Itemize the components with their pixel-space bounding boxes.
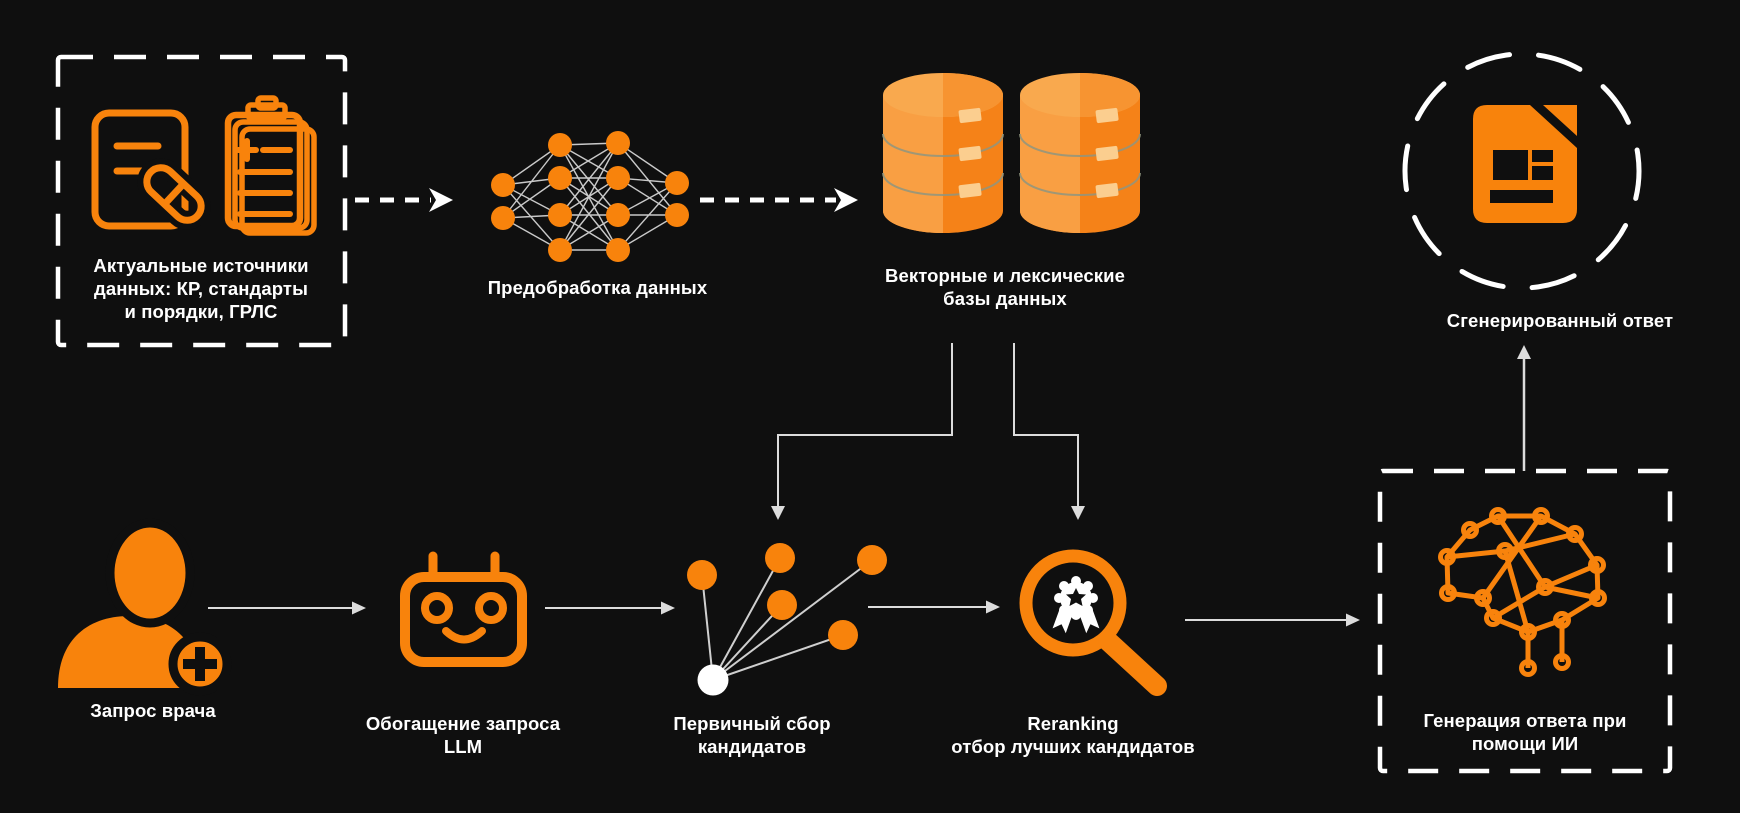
generated-label: Сгенерированный ответ: [1446, 310, 1674, 331]
generation-dashed-box: [1377, 468, 1673, 774]
neural-network-nodes: [491, 131, 689, 262]
arrow-candidates-to-rerank: [868, 600, 1000, 614]
brain-circuit-nodes: [1438, 507, 1607, 677]
sources-label: Актуальные источники данных: КР, стандар…: [93, 255, 309, 322]
preprocess-label: Предобработка данных: [487, 277, 708, 298]
arrow-databases-to-rerank: [1013, 343, 1085, 520]
databases-label: Векторные и лексические базы данных: [884, 265, 1125, 309]
query-label: Запрос врача: [90, 700, 216, 721]
document-pill-icon: [91, 109, 211, 230]
generated-document-icon: [1473, 105, 1577, 223]
neural-network-icon: [491, 131, 689, 262]
robot-icon: [400, 551, 527, 667]
sources-dashed-box: [55, 54, 348, 348]
arrow-enrich-to-candidates: [545, 601, 675, 615]
arrow-rerank-to-generation: [1185, 613, 1360, 627]
arrow-generation-to-generated: [1517, 345, 1531, 471]
award-ribbon-icon: [1052, 576, 1100, 634]
clipboard-icon: [224, 95, 317, 236]
enrich-label: Обогащение запроса LLM: [365, 713, 561, 757]
arrow-sources-to-preprocess: [355, 188, 453, 212]
arrow-query-to-enrich: [208, 601, 366, 615]
database-icon-lexical: [1019, 72, 1141, 234]
rerank-magnifier-icon: [1019, 549, 1167, 696]
brain-circuit-icon: [1438, 507, 1607, 677]
doctor-icon: [58, 518, 232, 696]
candidates-scatter-icon: [687, 543, 887, 696]
arrow-preprocess-to-databases: [700, 188, 858, 212]
neural-network-edges: [502, 142, 678, 251]
rerank-label: Reranking отбор лучших кандидатов: [951, 713, 1195, 757]
generation-label: Генерация ответа при помощи ИИ: [1423, 710, 1627, 754]
plus-badge-icon: [168, 632, 232, 696]
generated-dashed-circle: [1402, 51, 1642, 291]
arrow-databases-to-candidates: [771, 343, 953, 520]
candidates-label: Первичный сбор кандидатов: [673, 713, 831, 757]
database-icon-vector: [882, 72, 1004, 234]
